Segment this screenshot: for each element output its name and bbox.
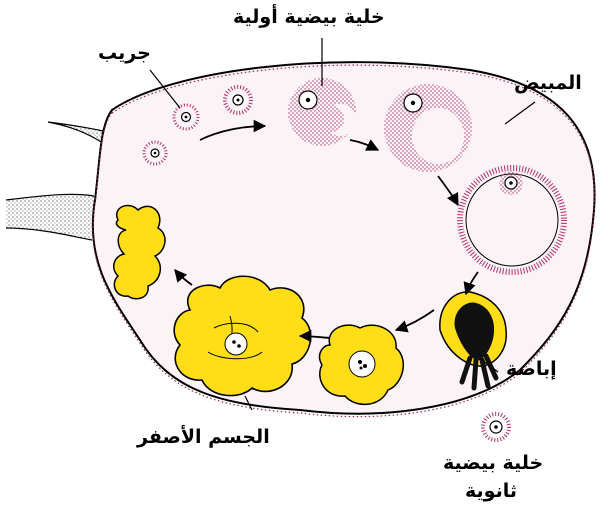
ruptured-follicle: [439, 291, 507, 391]
arrow-1: [199, 119, 267, 141]
pointer-ovulation: [481, 359, 499, 373]
arrow-6: [298, 329, 331, 343]
ligament-lower: [5, 193, 95, 241]
label-secondary-oocyte-line1: خلية بيضية: [443, 452, 544, 474]
corpus-luteum-large: [173, 275, 312, 397]
corpus-luteum-small: [318, 324, 405, 405]
label-ovary: المبيض: [514, 72, 582, 94]
label-primary-oocyte: خلية بيضية أولية: [233, 6, 385, 28]
label-ovulation: إباضة: [506, 358, 557, 380]
pointer-follicle: [149, 69, 181, 109]
label-pointers: [149, 38, 536, 411]
cycle-arrows: [174, 119, 479, 343]
arrow-5: [394, 309, 435, 333]
label-secondary-oocyte-line2: ثانوية: [465, 480, 517, 502]
follicle-growing-2: [384, 84, 472, 172]
pointer-corpus-luteum: [244, 395, 253, 411]
arrow-2: [349, 139, 380, 151]
follicle-small-3: [223, 85, 253, 115]
secondary-oocyte: [481, 412, 511, 442]
label-follicle: جريب: [98, 42, 151, 64]
corpus-luteum-regressing: [113, 204, 166, 300]
pointer-ovary: [504, 101, 536, 125]
arrow-7: [174, 269, 193, 286]
arrow-3: [437, 175, 459, 207]
follicle-small-2: [172, 103, 200, 131]
label-corpus-luteum: الجسم الأصفر: [137, 426, 270, 448]
follicle-growing-1: [288, 78, 357, 146]
arrow-4: [463, 271, 479, 296]
follicle-mature: [457, 165, 567, 275]
follicle-small-1: [142, 140, 168, 166]
